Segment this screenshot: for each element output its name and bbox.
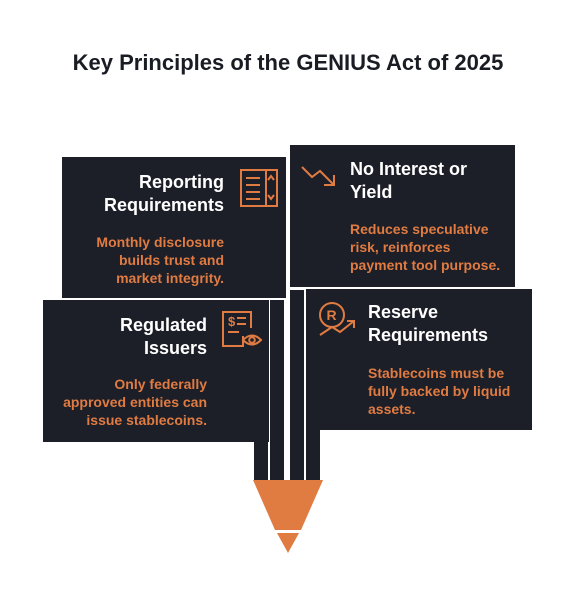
reserve-growth-icon: R (319, 302, 355, 336)
description-line: assets. (368, 401, 416, 417)
report-checklist-icon (240, 169, 278, 207)
card-heading: Regulated Issuers (57, 314, 207, 360)
description-line: Reduces speculative (350, 221, 489, 237)
card-description: Monthly disclosure builds trust and mark… (44, 233, 224, 287)
card-heading: Reserve Requirements (368, 301, 528, 347)
card-heading: Reporting Requirements (74, 171, 224, 217)
heading-line: Yield (350, 182, 393, 202)
page-title: Key Principles of the GENIUS Act of 2025 (72, 50, 504, 75)
description-line: issue stablecoins. (86, 412, 207, 428)
document-eye-icon: $ (222, 311, 263, 347)
description-line: market integrity. (116, 270, 224, 286)
card-reserve-requirements: R Reserve Requirements Stablecoins must … (306, 289, 532, 430)
heading-line: Reserve (368, 302, 439, 322)
card-description: Only federally approved entities can iss… (27, 375, 207, 429)
description-line: fully backed by liquid (368, 383, 511, 399)
card-regulated-issuers: Regulated Issuers $ Only federally appro… (43, 300, 269, 442)
funnel-shape (253, 480, 323, 553)
svg-text:$: $ (228, 314, 236, 329)
svg-text:R: R (327, 307, 337, 323)
description-line: Monthly disclosure (96, 234, 224, 250)
card-description: Stablecoins must be fully backed by liqu… (368, 364, 533, 418)
card-heading: No Interest or Yield (350, 158, 510, 204)
description-line: Only federally (114, 376, 207, 392)
trend-down-icon (301, 166, 335, 186)
connector-stem-left-inner (270, 300, 284, 480)
heading-line: Requirements (368, 325, 489, 345)
heading-line: Issuers (143, 338, 207, 358)
description-line: risk, reinforces (350, 239, 451, 255)
description-line: builds trust and (119, 252, 224, 268)
card-reporting-requirements: Reporting Requirements Monthly disclosur… (62, 157, 286, 298)
connector-stem-right-outer (306, 430, 320, 480)
connector-stem-left-outer (254, 440, 268, 480)
card-description: Reduces speculative risk, reinforces pay… (350, 220, 515, 274)
description-line: approved entities can (63, 394, 207, 410)
description-line: payment tool purpose. (350, 257, 501, 273)
heading-line: Requirements (103, 195, 224, 215)
heading-line: No Interest or (350, 159, 468, 179)
card-no-interest-or-yield: No Interest or Yield Reduces speculative… (290, 145, 515, 287)
connector-stem-right-inner (290, 290, 304, 480)
description-line: Stablecoins must be (368, 365, 505, 381)
heading-line: Regulated (119, 315, 207, 335)
heading-line: Reporting (139, 172, 224, 192)
